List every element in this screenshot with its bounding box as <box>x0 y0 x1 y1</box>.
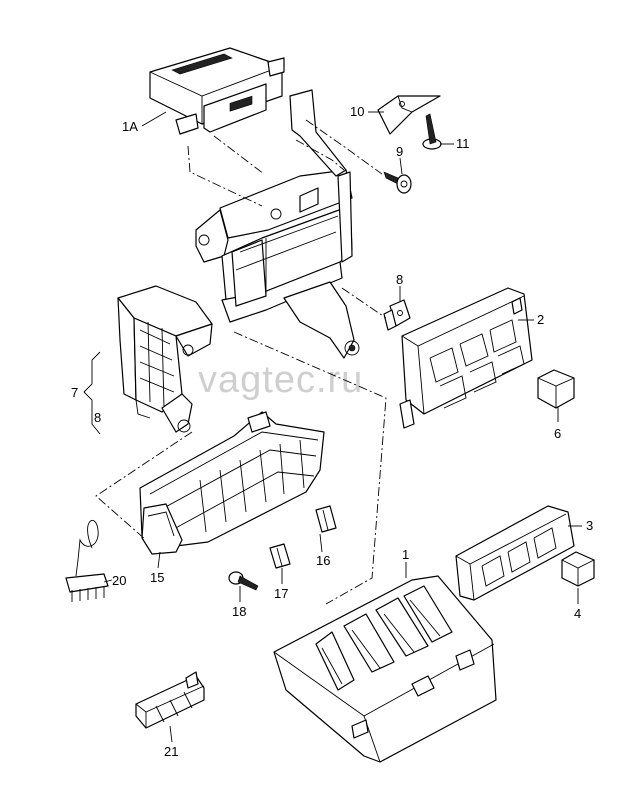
leader-lines <box>83 111 582 743</box>
callout-6: 6 <box>554 426 561 441</box>
part-3-relay-carrier <box>455 505 575 601</box>
part-17-fuse <box>269 543 291 569</box>
callout-2: 2 <box>537 312 544 327</box>
callout-20: 20 <box>112 573 126 588</box>
part-15-fuse-holder <box>139 411 325 555</box>
part-8-clip <box>383 299 411 331</box>
callout-18: 18 <box>232 604 246 619</box>
callout-16: 16 <box>316 553 330 568</box>
assembly-lines <box>95 119 387 605</box>
callout-9: 9 <box>396 144 403 159</box>
callout-4: 4 <box>574 606 581 621</box>
callout-8-upper: 8 <box>396 272 403 287</box>
part-2-relay-carrier <box>399 287 533 429</box>
callout-1: 1 <box>402 547 409 562</box>
part-1a-control-module <box>149 47 285 135</box>
part-6-relay <box>537 369 575 409</box>
watermark-text: vagtec.ru <box>198 359 363 401</box>
part-4-relay <box>561 551 595 587</box>
callout-11: 11 <box>456 136 470 151</box>
part-10-bracket <box>377 95 441 135</box>
callout-3: 3 <box>586 518 593 533</box>
part-1-control-unit <box>273 575 497 763</box>
callout-10: 10 <box>350 104 364 119</box>
support-frame <box>195 89 360 359</box>
callout-15: 15 <box>150 570 164 585</box>
callout-17: 17 <box>274 586 288 601</box>
part-9-screw <box>383 171 412 194</box>
part-11-screw <box>422 113 442 150</box>
part-7-mounting-bracket <box>117 285 213 433</box>
callout-8-lower: 8 <box>94 410 101 425</box>
part-18-screw <box>228 571 259 591</box>
part-20-wire-connector <box>65 519 109 602</box>
callout-7: 7 <box>71 385 78 400</box>
callout-labels: 1A 10 11 9 8 2 6 7 8 1 3 4 16 17 18 15 2… <box>71 104 593 759</box>
part-16-fuse <box>315 505 337 533</box>
callout-1a: 1A <box>122 119 138 134</box>
callout-21: 21 <box>164 744 178 759</box>
part-21-connector <box>135 671 205 729</box>
